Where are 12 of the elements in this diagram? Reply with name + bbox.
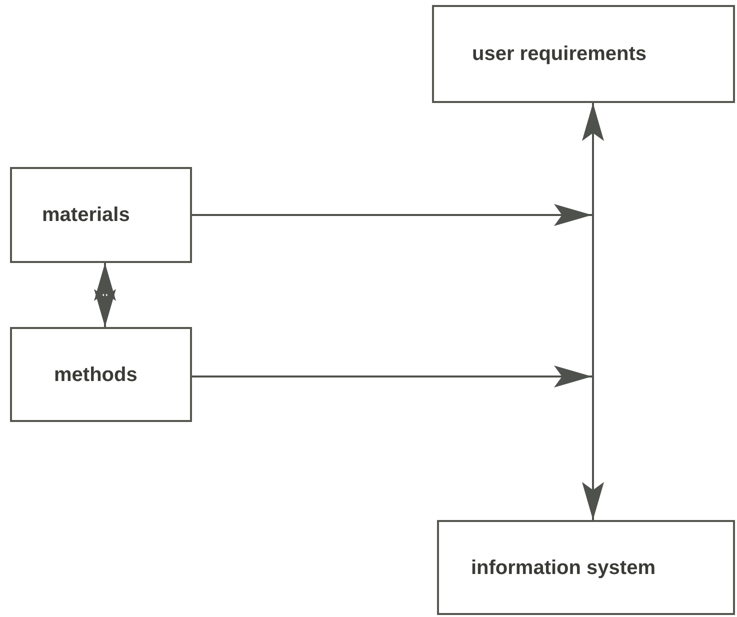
process-box — [437, 520, 735, 615]
box-label: materials — [42, 203, 131, 228]
process-box — [432, 5, 735, 103]
box-label: user requirements — [472, 42, 648, 67]
process-box — [10, 327, 192, 422]
process-box — [10, 167, 192, 263]
arrow — [582, 103, 604, 520]
arrow — [192, 204, 592, 226]
box-label: information system — [471, 556, 656, 580]
arrow — [192, 366, 592, 388]
box-label: methods — [54, 362, 138, 388]
arrow — [94, 263, 116, 327]
